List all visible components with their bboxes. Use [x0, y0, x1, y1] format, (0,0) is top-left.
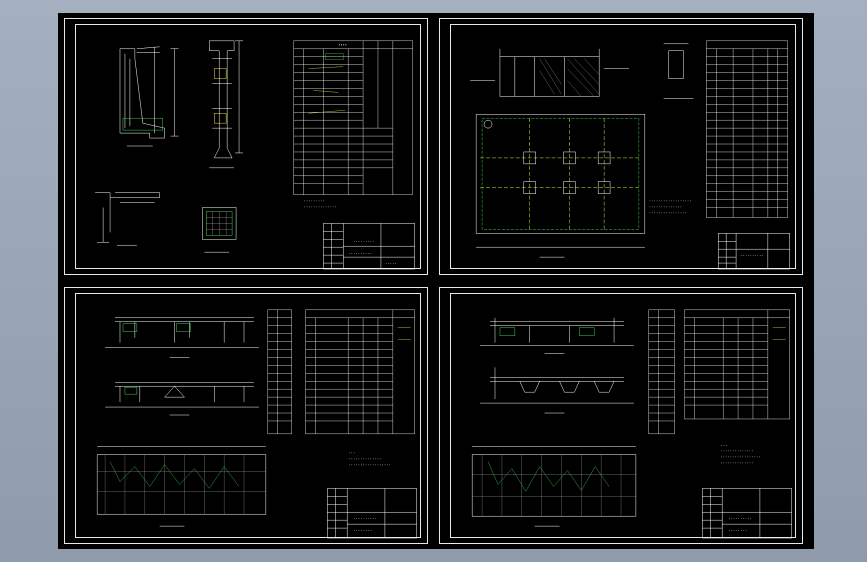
sheet-4-small-table — [648, 309, 675, 435]
sheet-4-rebar-table — [684, 309, 790, 420]
svg-text:·················: ················· — [720, 455, 760, 460]
sheet-4-drawing: ··· ·············· ················· ···… — [471, 309, 792, 539]
svg-text:··············: ·············· — [720, 449, 753, 454]
svg-text:··············: ·············· — [649, 205, 682, 210]
svg-text:··················: ·················· — [348, 463, 391, 468]
svg-text:··················: ·················· — [649, 199, 692, 204]
svg-text:····: ···· — [338, 43, 347, 47]
sheet-2-title-block — [717, 233, 790, 270]
drawing-sheet-3[interactable]: ··· ·············· ·················· ··… — [64, 287, 428, 544]
sheet-3-small-table — [267, 309, 292, 435]
sheet-1-rebar-table: ···· — [293, 40, 413, 195]
sheet-4-border — [450, 293, 796, 538]
svg-text:··········: ·········· — [728, 516, 752, 521]
sheet-2-rebar-table — [706, 40, 788, 218]
drawing-sheet-4[interactable]: ··· ·············· ················· ···… — [439, 287, 803, 544]
svg-text:········: ········ — [353, 528, 372, 533]
svg-text:··········: ·········· — [353, 516, 377, 521]
sheet-1-border — [75, 24, 421, 269]
sheet-4-title-block — [702, 488, 792, 539]
sheet-3-border — [75, 293, 421, 538]
svg-text:················: ················ — [649, 210, 687, 215]
sheet-1-title-block — [323, 223, 415, 270]
sheet-3-rebar-table — [305, 309, 415, 435]
svg-text:··············: ·············· — [348, 457, 381, 462]
svg-text:···: ··· — [720, 443, 727, 448]
sheet-2-border — [450, 24, 796, 269]
drawing-sheet-2[interactable]: ·················· ·············· ······… — [439, 18, 803, 275]
svg-text:··········: ·········· — [740, 253, 764, 258]
svg-text:··········: ·········· — [348, 251, 372, 256]
sheet-3-title-block — [327, 488, 417, 539]
drawing-sheet-1[interactable]: ···· ········· ·············· ········· … — [64, 18, 428, 275]
svg-text:···: ··· — [348, 451, 355, 456]
svg-text:··············: ·············· — [304, 205, 337, 210]
svg-text:·········: ········· — [353, 239, 374, 244]
svg-text:··············: ·············· — [720, 461, 753, 466]
svg-text:·····: ····· — [385, 261, 397, 266]
sheet-3-drawing: ··· ·············· ·················· ··… — [96, 309, 417, 539]
svg-text:········: ········ — [728, 528, 747, 533]
sheet-1-drawing: ···· ········· ·············· ········· … — [95, 40, 415, 270]
drawing-viewport[interactable]: ···· ········· ·············· ········· … — [58, 13, 814, 549]
sheet-2-drawing: ·················· ·············· ······… — [470, 40, 790, 270]
svg-text:·········: ········· — [304, 199, 325, 204]
